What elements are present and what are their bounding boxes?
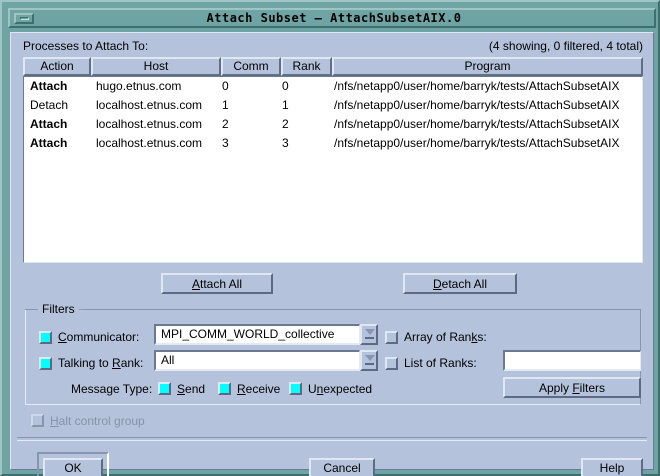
cell-comm: 3	[222, 136, 229, 150]
filters-frame-left	[25, 309, 35, 310]
communicator-label: Communicator:	[58, 330, 140, 344]
column-header-action[interactable]: Action	[23, 57, 91, 76]
minimize-icon[interactable]	[14, 13, 34, 24]
attach-all-button[interactable]: Attach All	[161, 273, 273, 294]
cell-comm: 1	[222, 98, 229, 112]
column-header-host[interactable]: Host	[91, 57, 221, 76]
footer-separator	[17, 437, 647, 441]
table-row[interactable]: Attach localhost.etnus.com 2 2 /nfs/neta…	[24, 115, 642, 134]
message-type-unexpected-checkbox[interactable]	[289, 382, 302, 395]
cell-action: Attach	[30, 117, 68, 131]
table-row[interactable]: Attach localhost.etnus.com 3 3 /nfs/neta…	[24, 134, 642, 153]
message-type-send-checkbox[interactable]	[158, 382, 171, 395]
communicator-value[interactable]: MPI_COMM_WORLD_collective	[154, 324, 360, 345]
communicator-checkbox[interactable]	[39, 331, 52, 344]
communicator-combobox[interactable]: MPI_COMM_WORLD_collective	[154, 324, 378, 345]
filters-group-title: Filters	[38, 302, 79, 316]
message-type-receive-label: Receive	[237, 382, 281, 396]
communicator-mnemonic: C	[58, 330, 67, 344]
apply-filters-button[interactable]: Apply Filters	[503, 377, 641, 398]
chevron-down-icon[interactable]	[360, 350, 378, 371]
talking-to-rank-value[interactable]: All	[154, 350, 360, 371]
window-title: Attach Subset – AttachSubsetAIX.0	[206, 11, 462, 25]
table-header-row: Action Host Comm Rank Program	[23, 57, 643, 76]
cell-host: localhost.etnus.com	[96, 136, 203, 150]
cell-rank: 3	[282, 136, 289, 150]
chevron-down-icon[interactable]	[360, 324, 378, 345]
list-of-ranks-label: List of Ranks:	[404, 356, 477, 370]
talking-to-rank-checkbox[interactable]	[39, 357, 52, 370]
cell-program: /nfs/netapp0/user/home/barryk/tests/Atta…	[334, 98, 620, 112]
cell-program: /nfs/netapp0/user/home/barryk/tests/Atta…	[334, 79, 620, 93]
help-button[interactable]: Help	[581, 458, 643, 476]
ok-default-ring	[37, 452, 109, 476]
cell-rank: 1	[282, 98, 289, 112]
list-of-ranks-input[interactable]	[503, 350, 641, 371]
cell-program: /nfs/netapp0/user/home/barryk/tests/Atta…	[334, 136, 620, 150]
table-row[interactable]: Attach hugo.etnus.com 0 0 /nfs/netapp0/u…	[24, 77, 642, 96]
cell-host: localhost.etnus.com	[96, 98, 203, 112]
cell-program: /nfs/netapp0/user/home/barryk/tests/Atta…	[334, 117, 620, 131]
talking-to-rank-combobox[interactable]: All	[154, 350, 378, 371]
cell-comm: 2	[222, 117, 229, 131]
detach-all-button[interactable]: Detach All	[403, 273, 517, 294]
detach-all-label: etach All	[441, 276, 488, 291]
attach-all-mnemonic: A	[191, 276, 200, 291]
cell-action: Attach	[30, 136, 68, 150]
cancel-button[interactable]: Cancel	[309, 458, 375, 476]
cell-comm: 0	[222, 79, 229, 93]
dialog-body: Processes to Attach To: (4 showing, 0 fi…	[10, 32, 654, 476]
table-row[interactable]: Detach localhost.etnus.com 1 1 /nfs/neta…	[24, 96, 642, 115]
talking-to-rank-label: Talking to Rank:	[58, 356, 144, 370]
ok-button[interactable]: OK	[43, 458, 103, 476]
cell-rank: 2	[282, 117, 289, 131]
detach-all-mnemonic: D	[432, 276, 442, 291]
array-of-ranks-label: Array of Ranks:	[404, 330, 487, 344]
table-body[interactable]: Attach hugo.etnus.com 0 0 /nfs/netapp0/u…	[23, 76, 643, 263]
message-type-unexpected-label: Unexpected	[308, 382, 373, 396]
message-type-label: Message Type:	[71, 382, 153, 396]
filters-frame-right	[83, 309, 641, 310]
processes-label: Processes to Attach To:	[23, 39, 149, 53]
cell-host: localhost.etnus.com	[96, 117, 203, 131]
halt-control-group-checkbox	[31, 414, 44, 427]
apply-filters-mnemonic: F	[572, 380, 580, 395]
talking-to-rank-mnemonic: R	[112, 356, 121, 370]
cell-action: Detach	[30, 98, 69, 112]
process-table: Action Host Comm Rank Program Attach hug…	[23, 57, 643, 263]
halt-control-group-label: Halt control group	[50, 414, 145, 428]
array-of-ranks-mnemonic: k	[471, 330, 478, 344]
attach-all-label: ttach All	[199, 276, 243, 291]
window-titlebar[interactable]: Attach Subset – AttachSubsetAIX.0	[8, 8, 656, 28]
column-header-program[interactable]: Program	[332, 57, 643, 76]
cell-rank: 0	[282, 79, 289, 93]
array-of-ranks-checkbox[interactable]	[385, 331, 398, 344]
cell-action: Attach	[30, 79, 68, 93]
column-header-rank[interactable]: Rank	[281, 57, 332, 76]
list-header-row: Processes to Attach To: (4 showing, 0 fi…	[23, 39, 643, 55]
process-count-status: (4 showing, 0 filtered, 4 total)	[488, 39, 643, 53]
message-type-send-label: Send	[177, 382, 206, 396]
list-of-ranks-checkbox[interactable]	[385, 357, 398, 370]
column-header-comm[interactable]: Comm	[221, 57, 281, 76]
message-type-receive-checkbox[interactable]	[218, 382, 231, 395]
cell-host: hugo.etnus.com	[96, 79, 182, 93]
